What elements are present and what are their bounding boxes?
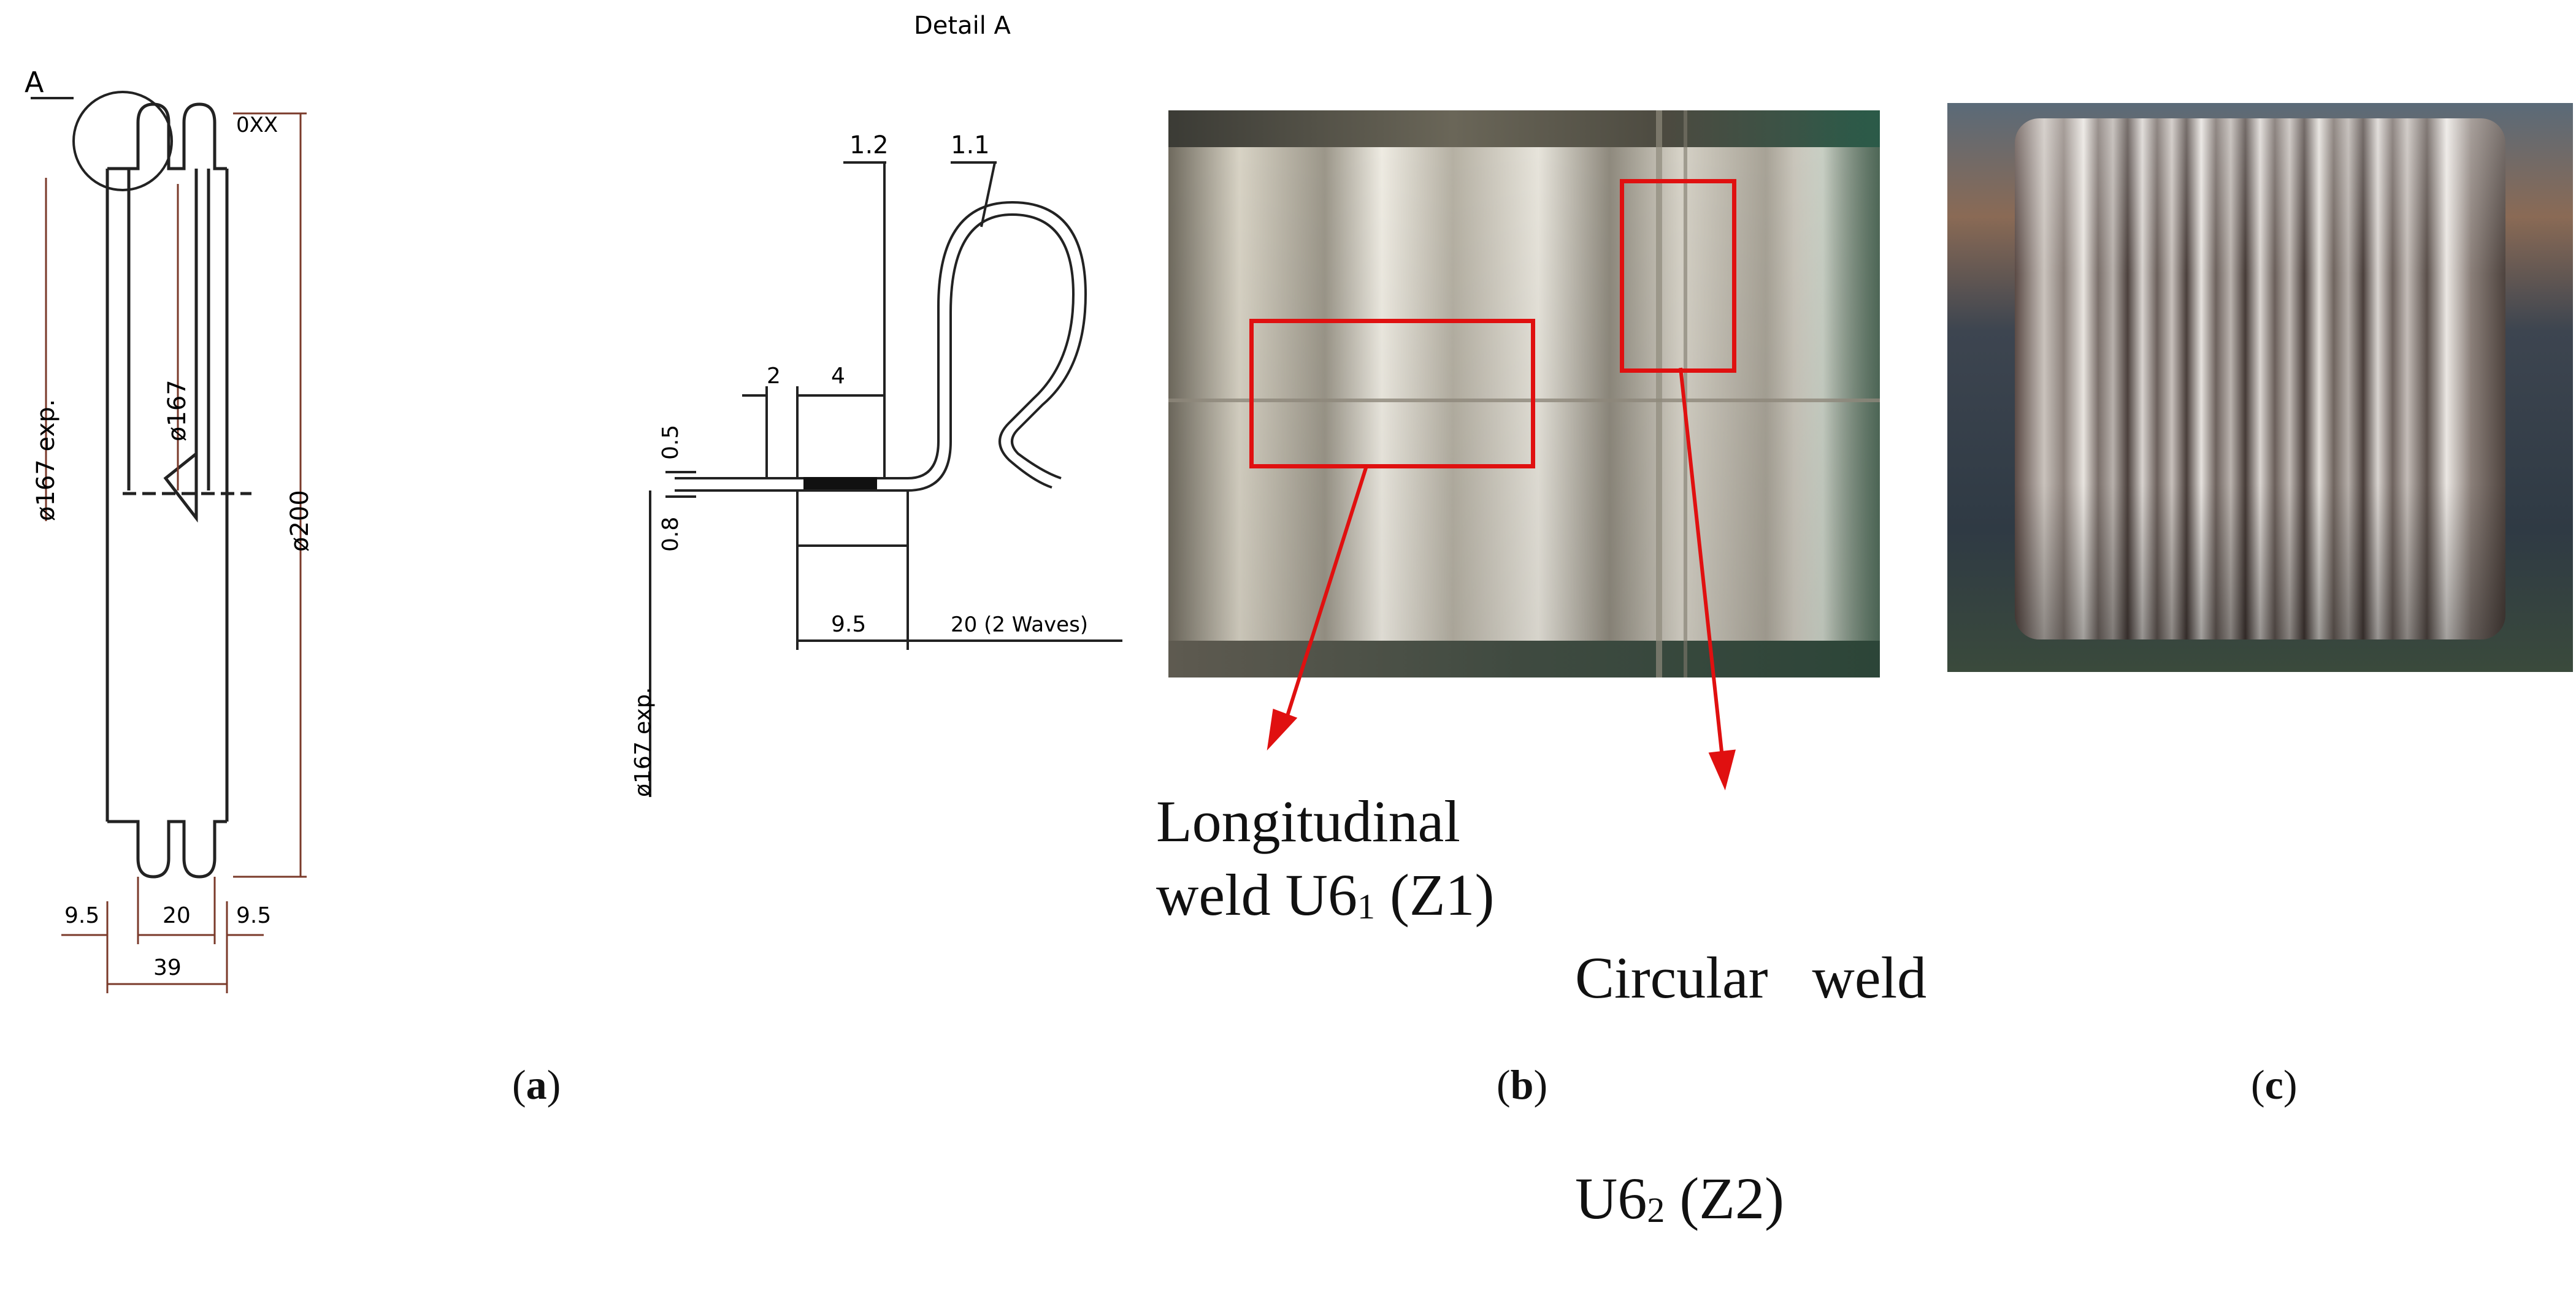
bellows-drawing: A 0XX ø167 exp. ø167 ø200 9.5 20 9.5 39 <box>25 66 314 993</box>
longitudinal-sub: 1 <box>1357 887 1375 926</box>
longitudinal-line1: Longitudinal <box>1156 788 1460 854</box>
longitudinal-weld-box <box>1249 319 1535 468</box>
label-11: 1.1 <box>951 131 990 159</box>
dim-2: 2 <box>767 364 781 389</box>
detail-title: Detail A <box>914 12 1011 40</box>
dim-w-right: 9.5 <box>236 903 271 928</box>
circular-weld-label: Circular weld U62 (Z2) <box>1575 794 1927 1309</box>
dim-w-mid: 20 <box>163 903 191 928</box>
label-12: 1.2 <box>849 131 889 159</box>
longitudinal-line2: weld U6 <box>1156 862 1357 928</box>
weld-arrows <box>1267 367 1736 791</box>
caption-b: (b) <box>1497 1061 1548 1108</box>
circular-sub: 2 <box>1647 1190 1665 1230</box>
dim-95: 9.5 <box>831 612 866 637</box>
dim-d167: ø167 <box>163 380 191 441</box>
dim-d167exp: ø167 exp. <box>32 399 60 521</box>
circular-zone: (Z2) <box>1665 1166 1784 1231</box>
circular-weld-box <box>1620 179 1736 373</box>
bellows-photo <box>1947 103 2573 672</box>
mark-label: 0XX <box>236 113 278 137</box>
tube-photo <box>1168 110 1880 677</box>
circular-line1: Circular weld <box>1575 945 1927 1010</box>
dim-4: 4 <box>831 364 845 389</box>
dim-total: 39 <box>153 955 182 980</box>
dim-08: 0.8 <box>658 517 683 552</box>
dim-05: 0.5 <box>658 425 683 460</box>
dim-d167exp-detail: ø167 exp. <box>631 687 656 797</box>
dim-d200: ø200 <box>286 490 314 552</box>
detail-a-drawing: Detail A 1.2 1.1 2 4 0.5 0.8 9.5 20 (2 W… <box>631 12 1122 797</box>
caption-c: (c) <box>2251 1061 2298 1108</box>
detail-ref-label: A <box>25 66 44 99</box>
dim-w-left: 9.5 <box>64 903 99 928</box>
dim-20w: 20 (2 Waves) <box>951 613 1088 637</box>
longitudinal-weld-label: Longitudinal weld U61 (Z1) <box>1156 785 1524 932</box>
caption-a: (a) <box>512 1061 561 1108</box>
circular-line2: U6 <box>1575 1166 1647 1231</box>
longitudinal-zone: (Z1) <box>1374 862 1495 928</box>
